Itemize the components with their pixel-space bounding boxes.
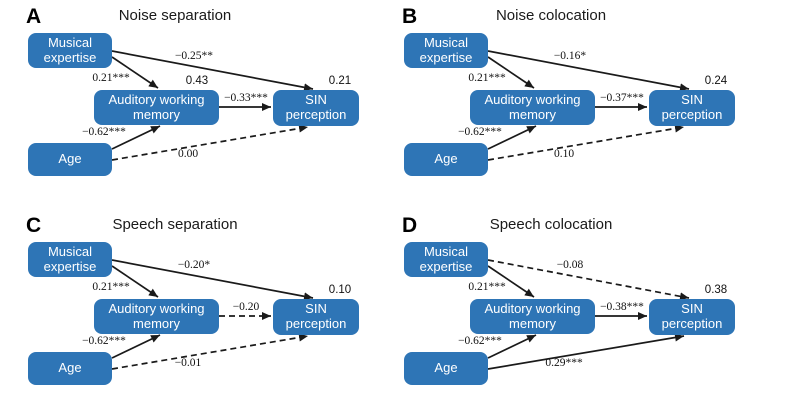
path-arrows: [487, 50, 690, 161]
panel-title: Noise colocation: [495, 7, 607, 24]
node-age: Age: [28, 143, 112, 176]
node-sin-perception: SIN perception: [273, 90, 359, 126]
node-musical-expertise: Musical expertise: [28, 242, 112, 277]
arrow-age-to-awm: [111, 125, 161, 150]
coef-expertise-to-sin: −0.08: [556, 259, 584, 271]
panel-noise-colocation: B Noise colocation Musical expertise Aud…: [376, 0, 773, 200]
coef-awm-to-sin: −0.38***: [600, 301, 644, 313]
arrow-age-to-sin: [487, 333, 685, 370]
node-musical-expertise: Musical expertise: [28, 33, 112, 68]
panel-letter: A: [26, 5, 42, 28]
coef-expertise-to-awm: 0.21***: [468, 72, 506, 84]
panel-letter: B: [402, 5, 418, 28]
arrow-age-to-awm: [487, 334, 537, 359]
path-arrows: [111, 259, 314, 370]
panel-speech-separation: C Speech separation Musical expertise Au…: [0, 209, 397, 409]
path-model-figure: A Noise separation Musical expertise Aud…: [0, 0, 773, 385]
coef-age-to-awm: −0.62***: [82, 335, 126, 347]
arrow-expertise-to-sin: [111, 259, 314, 301]
coef-awm-to-sin: −0.20: [232, 301, 260, 313]
arrow-expertise-to-awm: [487, 56, 535, 89]
path-arrows: [111, 50, 314, 161]
coef-age-to-awm: −0.62***: [458, 335, 502, 347]
coef-awm-to-sin: −0.37***: [600, 92, 644, 104]
node-auditory-working-memory: Auditory working memory: [470, 90, 595, 125]
r2-sin: 0.21: [328, 75, 352, 87]
coef-awm-to-sin: −0.33***: [224, 92, 268, 104]
arrow-expertise-to-sin: [487, 259, 690, 301]
arrow-expertise-to-awm: [111, 265, 159, 298]
coef-expertise-to-sin: −0.25**: [174, 50, 214, 62]
coef-age-to-awm: −0.62***: [458, 126, 502, 138]
node-sin-perception: SIN perception: [649, 299, 735, 335]
arrow-age-to-sin: [111, 333, 309, 370]
r2-sin: 0.24: [704, 75, 728, 87]
node-sin-perception: SIN perception: [649, 90, 735, 126]
coef-age-to-sin: 0.10: [553, 148, 575, 160]
panel-title: Speech colocation: [489, 216, 613, 233]
panel-title: Speech separation: [112, 216, 238, 233]
node-auditory-working-memory: Auditory working memory: [470, 299, 595, 334]
arrow-age-to-awm: [111, 334, 161, 359]
arrow-age-to-awm: [487, 125, 537, 150]
coef-age-to-sin: −0.01: [174, 357, 202, 369]
arrow-age-to-sin: [111, 124, 309, 161]
arrow-expertise-to-sin: [487, 50, 690, 92]
coef-age-to-awm: −0.62***: [82, 126, 126, 138]
coef-expertise-to-sin: −0.20*: [177, 259, 211, 271]
r2-sin: 0.38: [704, 284, 728, 296]
panel-speech-colocation: D Speech colocation Musical expertise Au…: [376, 209, 773, 409]
r2-sin: 0.10: [328, 284, 352, 296]
node-musical-expertise: Musical expertise: [404, 242, 488, 277]
coef-age-to-sin: 0.00: [177, 148, 199, 160]
coef-expertise-to-awm: 0.21***: [92, 281, 130, 293]
arrow-expertise-to-awm: [111, 56, 159, 89]
node-auditory-working-memory: Auditory working memory: [94, 299, 219, 334]
node-age: Age: [404, 352, 488, 385]
panel-letter: C: [26, 214, 42, 237]
coef-expertise-to-awm: 0.21***: [468, 281, 506, 293]
panel-noise-separation: A Noise separation Musical expertise Aud…: [0, 0, 397, 200]
panel-title: Noise separation: [118, 7, 232, 24]
node-musical-expertise: Musical expertise: [404, 33, 488, 68]
node-sin-perception: SIN perception: [273, 299, 359, 335]
r2-awm: 0.43: [185, 75, 209, 87]
arrow-expertise-to-awm: [487, 265, 535, 298]
arrow-age-to-sin: [487, 124, 685, 161]
node-age: Age: [28, 352, 112, 385]
node-age: Age: [404, 143, 488, 176]
coef-expertise-to-sin: −0.16*: [553, 50, 587, 62]
coef-age-to-sin: 0.29***: [545, 357, 583, 369]
arrow-expertise-to-sin: [111, 50, 314, 92]
node-auditory-working-memory: Auditory working memory: [94, 90, 219, 125]
path-arrows: [487, 259, 690, 370]
coef-expertise-to-awm: 0.21***: [92, 72, 130, 84]
panel-letter: D: [402, 214, 418, 237]
